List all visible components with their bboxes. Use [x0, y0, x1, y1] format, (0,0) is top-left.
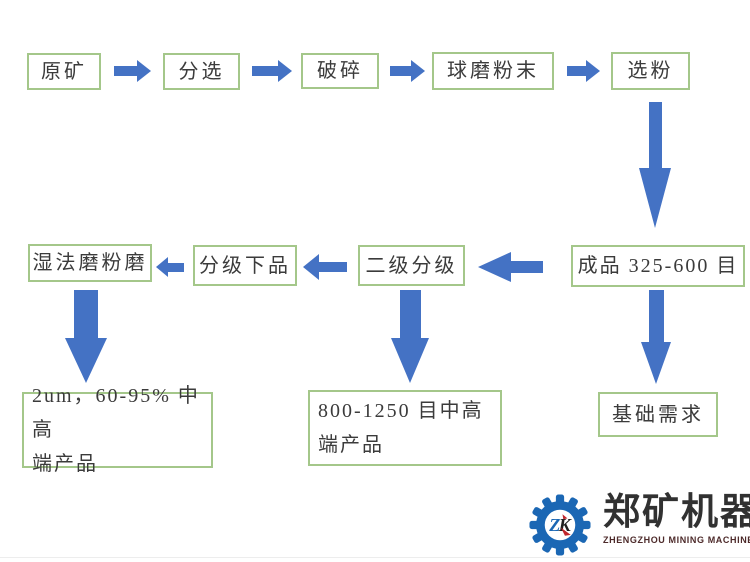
arrow-secondary-to-classified	[303, 254, 347, 280]
arrow-wet-mill-to-2um-product	[65, 290, 107, 383]
node-crushing: 破碎	[301, 53, 379, 89]
page-bottom-divider	[0, 557, 750, 558]
logo-monogram: ZK	[548, 515, 572, 535]
node-800-1250-product: 800-1250 目中高 端产品	[308, 390, 502, 466]
arrow-shaft	[74, 290, 98, 338]
node-2um-product-line1: 2um，60-95% 中高	[32, 385, 200, 441]
logo-red-accent	[562, 514, 568, 520]
node-sorting: 分选	[163, 53, 240, 90]
arrow-head	[65, 338, 107, 383]
arrow-head	[391, 338, 429, 383]
arrow-shaft	[252, 66, 278, 76]
node-raw-ore: 原矿	[27, 53, 101, 90]
arrow-shaft	[319, 262, 347, 272]
arrow-head	[156, 257, 168, 277]
node-wet-grinding-mill: 湿法磨粉磨	[28, 244, 152, 282]
arrow-ball-mill-to-powder-selection	[567, 60, 600, 82]
arrow-shaft	[648, 290, 664, 342]
arrow-head	[137, 60, 151, 82]
node-800-1250-product-line2: 端产品	[318, 434, 384, 456]
arrow-raw-ore-to-sorting	[114, 60, 151, 82]
node-classified-low-grade: 分级下品	[193, 245, 297, 286]
arrow-shaft	[114, 66, 137, 76]
arrow-shaft	[567, 66, 586, 76]
arrow-shaft	[648, 102, 662, 168]
node-basic-demand: 基础需求	[598, 392, 718, 437]
arrow-head	[278, 60, 292, 82]
node-800-1250-product-line1: 800-1250 目中高	[318, 400, 484, 422]
company-name-zh: 郑矿机器	[603, 491, 750, 532]
node-ball-mill-powder: 球磨粉末	[432, 52, 554, 90]
arrow-classified-to-wet-mill	[156, 257, 184, 277]
company-name-block: 郑矿机器 ZHENGZHOU MINING MACHINERY	[603, 491, 750, 546]
arrow-shaft	[399, 290, 421, 338]
node-secondary-classification: 二级分级	[358, 245, 465, 286]
arrow-secondary-to-800-product	[391, 290, 429, 383]
arrow-head	[303, 254, 319, 280]
company-name-en: ZHENGZHOU MINING MACHINERY	[603, 535, 750, 545]
gear-logo-icon: ZK	[529, 494, 591, 556]
arrow-head	[586, 60, 600, 82]
arrow-finished-to-secondary	[478, 252, 543, 282]
arrow-powder-selection-to-finished	[639, 102, 671, 228]
node-powder-selection: 选粉	[611, 52, 690, 90]
arrow-finished-to-basic-demand	[641, 290, 671, 384]
arrow-shaft	[168, 262, 184, 272]
arrow-sorting-to-crushing	[252, 60, 292, 82]
node-2um-product-line2: 端产品	[32, 453, 98, 475]
company-logo: ZK 郑矿机器 ZHENGZHOU MINING MACHINERY	[525, 492, 750, 558]
arrow-head	[641, 342, 671, 384]
arrow-head	[639, 168, 671, 228]
arrow-shaft	[390, 66, 411, 76]
node-2um-product: 2um，60-95% 中高 端产品	[22, 385, 213, 475]
arrow-shaft	[511, 261, 543, 273]
arrow-crushing-to-ball-mill	[390, 60, 425, 82]
arrow-head	[411, 60, 425, 82]
arrow-head	[478, 252, 511, 282]
logo-monogram-z: Z	[548, 515, 560, 535]
logo-red-leg	[560, 527, 571, 536]
node-finished-product: 成品 325-600 目	[571, 245, 745, 287]
